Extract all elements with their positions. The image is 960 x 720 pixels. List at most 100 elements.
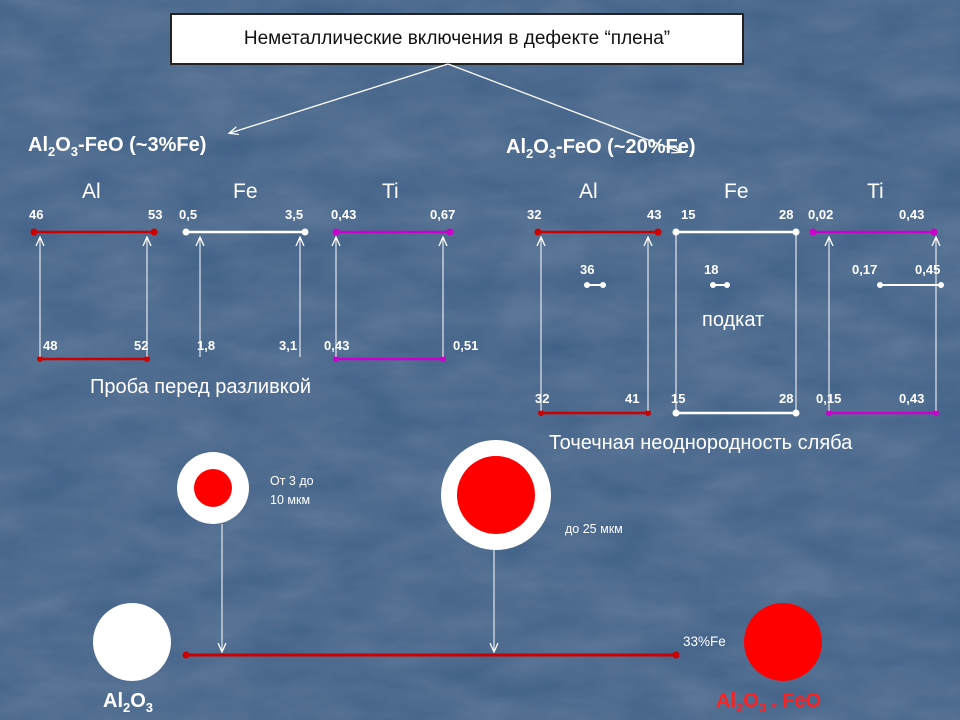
fe-percent-label: 33%Fe [683,634,726,649]
right-caption: Точечная неоднородность сляба [549,432,853,454]
large-inclusion-size: до 25 мкм [565,522,623,536]
right-ti-bottom-dot-b [933,410,939,416]
left-al-top-max: 53 [148,207,163,222]
right-al-bottom-dot-b [645,410,651,416]
right-al-top-max: 43 [647,207,662,222]
al2o3-label-al: Al [103,690,123,712]
al2o3-feo-circle [744,603,822,681]
left-al-bottom-dot-a [37,356,43,362]
right-ti-mid-max: 0,45 [915,262,941,277]
right-heading-sub1: 2 [526,146,534,161]
left-al-bottom-min: 48 [43,338,58,353]
left-heading: Al2O3-FeO (~3%Fe) [28,134,206,159]
left-heading-o: O [55,134,71,156]
title-text: Неметаллические включения в дефекте “пле… [243,28,671,49]
right-fe-mid: 18 [704,262,719,277]
al2o3-feo-label-sub1: 2 [736,700,744,715]
title-arrow-left [230,63,449,133]
al2o3-feo-label-sub2: 3 [758,700,767,715]
right-al-bottom-dot-a [538,410,544,416]
right-element-fe: Fe [724,180,749,203]
small-inclusion-size: От 3 до 10 мкм [270,472,314,510]
al2o3-feo-label-star: * [771,700,777,715]
left-ti-top-dot-a [332,228,340,236]
title-box: Неметаллические включения в дефекте “пле… [170,13,744,65]
small-inclusion-size-line2: 10 мкм [270,493,311,507]
title-arrow-right [447,63,680,152]
right-ti-mid-dot-b [938,282,944,288]
left-al-top-dot-b [150,228,158,236]
left-ti-bottom-min: 0,43 [324,338,350,353]
right-ti-mid-min: 0,17 [852,262,878,277]
al2o3-feo-label-o: O [743,690,759,712]
left-fe-top-dot-a [182,228,190,236]
composition-scale-dot-a [182,651,190,659]
left-ti-bottom-max: 0,51 [453,338,479,353]
left-caption: Проба перед разливкой [90,376,311,398]
right-ti-top-max: 0,43 [899,207,925,222]
left-fe-bottom-min: 1,8 [197,338,216,353]
left-ti-bottom-dot-a [333,356,339,362]
right-heading-o: O [533,136,549,158]
al2o3-label-sub2: 3 [145,700,154,715]
right-ti-mid-dot-a [877,282,883,288]
right-heading-sub2: 3 [548,146,557,161]
left-fe-bottom-max: 3,1 [279,338,298,353]
left-ti-bottom-dot-b [440,356,446,362]
left-heading-al: Al [28,134,48,156]
right-fe-top-max: 28 [779,207,794,222]
right-fe-top-min: 15 [681,207,696,222]
left-fe-top-dot-b [301,228,309,236]
al2o3-feo-label-al: Al [716,690,736,712]
left-ti-top-dot-b [446,228,454,236]
left-al-top-dot-a [30,228,38,236]
right-element-al: Al [579,180,598,203]
right-fe-bottom-min: 15 [671,391,686,406]
right-ti-top-min: 0,02 [808,207,834,222]
right-al-bottom-max: 41 [625,391,640,406]
right-element-ti: Ti [867,180,884,203]
right-al-bottom-min: 32 [535,391,550,406]
left-heading-sub1: 2 [48,144,56,159]
right-ti-bottom-dot-a [826,410,832,416]
left-heading-rest: -FeO (~3%Fe) [78,134,207,156]
left-al-top-min: 46 [29,207,44,222]
right-al-top-dot-a [534,228,542,236]
right-al-top-dot-b [654,228,662,236]
left-element-fe: Fe [233,180,258,203]
right-al-mid: 36 [580,262,595,277]
large-inclusion-core [457,456,535,534]
left-element-ti: Ti [382,180,399,203]
al2o3-feo-label-feo: FeO [776,690,822,712]
right-al-mid-dot-b [600,282,606,288]
right-ti-top-dot-a [809,228,817,236]
al2o3-circle [93,603,171,681]
right-ti-bottom-min: 0,15 [816,391,842,406]
podkat-label: подкат [702,309,765,331]
right-ti-top-dot-b [930,228,938,236]
small-inclusion-size-line1: От 3 до [270,474,314,488]
left-al-bottom-dot-b [144,356,150,362]
left-fe-top-min: 0,5 [179,207,198,222]
right-al-mid-dot-a [584,282,590,288]
right-al-top-min: 32 [527,207,542,222]
right-fe-mid-dot-b [724,282,730,288]
left-fe-top-max: 3,5 [285,207,304,222]
right-heading-al: Al [506,136,526,158]
small-inclusion-core [194,469,232,507]
left-ti-top-max: 0,67 [430,207,456,222]
composition-scale-dot-b [672,651,680,659]
al2o3-feo-label: Al2O3 * FeO [716,690,821,715]
left-heading-sub2: 3 [70,144,79,159]
right-ti-bottom-max: 0,43 [899,391,925,406]
left-element-al: Al [82,180,101,203]
right-heading-rest: -FeO (~20%Fe) [556,136,696,158]
left-ti-top-min: 0,43 [331,207,357,222]
al2o3-label: Al2O3 [103,690,153,715]
al2o3-label-sub1: 2 [123,700,131,715]
left-al-bottom-max: 52 [134,338,149,353]
al2o3-label-o: O [130,690,146,712]
right-fe-bottom-max: 28 [779,391,794,406]
